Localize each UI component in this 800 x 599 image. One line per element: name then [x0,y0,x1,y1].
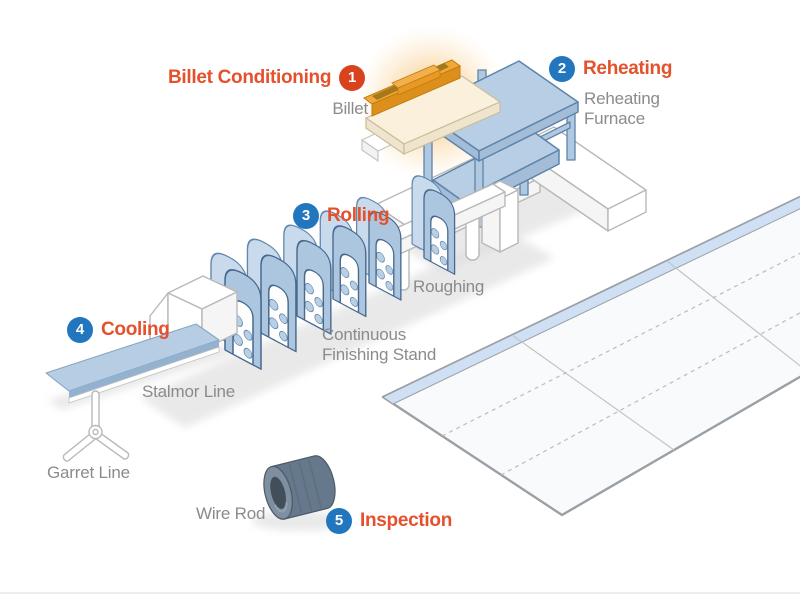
caption-stalmor-line: Stalmor Line [142,382,236,401]
step-badge-2: 2 [549,56,575,82]
step-label-inspection: Inspection [360,510,453,531]
wire-rod-coil-illustration [263,455,336,520]
step-inspection: 5 Inspection [326,508,452,534]
caption-billet: Billet [332,99,368,118]
caption-reheating-furnace-line1: Reheating [584,89,660,108]
step-badge-3: 3 [293,203,319,229]
rolling-stand [319,210,367,318]
step-label-rolling: Rolling [327,205,390,226]
floor-edge-band [382,196,800,405]
bottom-rule [0,592,800,594]
step-label-reheating: Reheating [583,58,673,79]
garret-reel-illustration [62,390,130,462]
stalmor-ramp-illustration [45,323,220,404]
billet-illustration [363,59,461,117]
caption-finishing-stand: Continuous Finishing Stand [322,325,436,365]
step-cooling: 4 Cooling [67,317,170,343]
step-label-cooling: Cooling [101,319,170,340]
floor-grid [441,252,800,476]
caption-finishing-line2: Finishing Stand [322,345,437,364]
caption-wire-rod: Wire Rod [196,504,266,523]
caption-reheating-furnace: Reheating Furnace [584,89,660,129]
rolling-stand [355,196,402,301]
step-reheating: 2 Reheating [549,56,672,82]
billet-platform-illustration [360,75,502,163]
caption-garret-line: Garret Line [47,463,130,482]
step-badge-1: 1 [339,65,366,91]
step-label-billet-conditioning: Billet Conditioning [168,67,332,88]
step-billet-conditioning: Billet Conditioning 1 [168,65,366,91]
step-badge-5: 5 [326,508,352,534]
roughing-stand-illustration [411,175,456,275]
caption-roughing: Roughing [413,277,485,296]
caption-reheating-furnace-line2: Furnace [584,109,645,128]
step-rolling: 3 Rolling [293,203,390,229]
step-badge-4: 4 [67,317,93,343]
floor-plane [381,195,800,517]
caption-finishing-line1: Continuous [322,325,407,344]
